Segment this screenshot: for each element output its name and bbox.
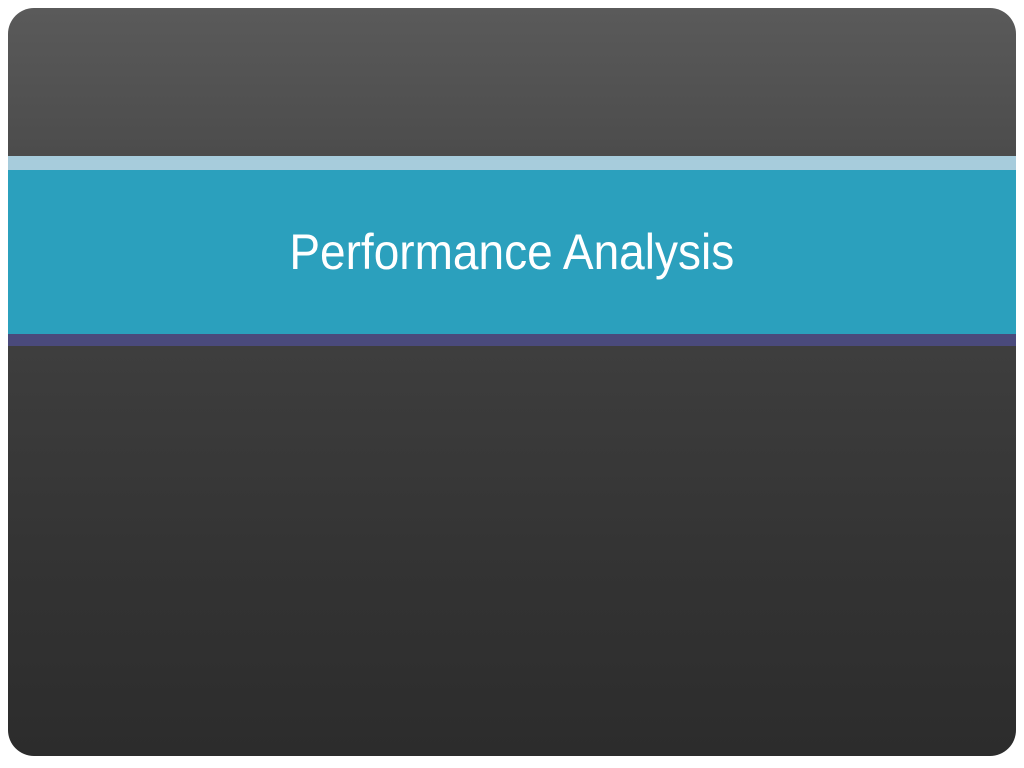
accent-stripe-dark <box>8 334 1016 346</box>
accent-stripe-light <box>8 156 1016 170</box>
slide-frame: Performance Analysis <box>8 8 1016 756</box>
slide-title: Performance Analysis <box>289 224 735 280</box>
title-band: Performance Analysis <box>8 170 1016 334</box>
